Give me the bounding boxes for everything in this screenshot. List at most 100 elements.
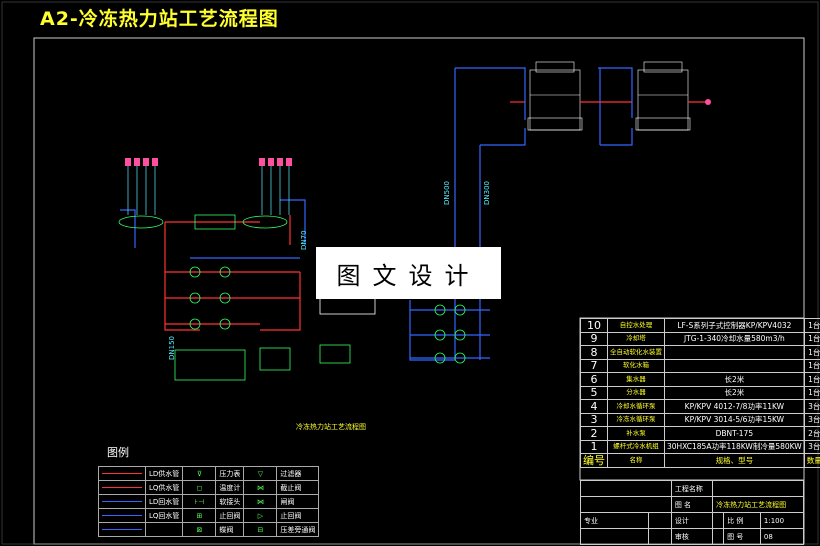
- sheet-value: 08: [759, 528, 805, 545]
- parts-spec: JTG-1-340冷却水量580m3/h: [664, 331, 805, 346]
- parts-qty: 2台: [803, 426, 820, 441]
- legend-name2: 闸阀: [276, 494, 320, 509]
- parts-qty: 1台: [803, 372, 820, 387]
- legend-icon2: ▽: [243, 466, 278, 481]
- title-block: 工程名称 图 名 冷冻热力站工艺流程图 专业 设计 比 例 1:100 审核 图…: [579, 480, 805, 545]
- parts-name: 冷却水循环泵: [607, 399, 665, 414]
- legend-name: LD供水管: [144, 466, 184, 481]
- project-label: 工程名称: [670, 480, 714, 497]
- legend-line-swatch: [98, 494, 146, 509]
- drawing-title: A2-冷冻热力站工艺流程图: [40, 8, 279, 30]
- legend-row: LQ回水管⊞止回阀▷止回阀: [98, 508, 320, 523]
- parts-qty: 3台: [803, 399, 820, 414]
- cooling-tower-right: [635, 61, 691, 131]
- legend-name: [144, 522, 184, 537]
- legend-line-swatch: [98, 480, 146, 495]
- parts-num: 5: [580, 385, 608, 400]
- parts-name: 螺杆式冷水机组: [607, 439, 665, 454]
- legend-icon1: ⊞: [182, 508, 217, 523]
- parts-num: 10: [580, 318, 608, 333]
- parts-qty: 1台: [803, 358, 820, 373]
- parts-num: 4: [580, 399, 608, 414]
- parts-num: 1: [580, 439, 608, 454]
- legend-name1: 止回阀: [215, 508, 245, 523]
- legend-name2: 压差旁通阀: [276, 522, 320, 537]
- parts-num: 7: [580, 358, 608, 373]
- parts-num: 9: [580, 331, 608, 346]
- legend-name1: 温度计: [215, 480, 245, 495]
- drawing-name: 冷冻热力站工艺流程图: [712, 496, 804, 513]
- parts-num: 6: [580, 372, 608, 387]
- parts-name: 分水器: [607, 385, 665, 400]
- parts-name: 软化水箱: [607, 358, 665, 373]
- parts-spec: [664, 345, 805, 360]
- watermark: 图文设计: [316, 247, 501, 299]
- legend-icon1: ⊠: [182, 522, 217, 537]
- scale-label: 比 例: [723, 512, 761, 529]
- diagram-caption: 冷冻热力站工艺流程图: [296, 423, 366, 431]
- parts-name: 冷冻水循环泵: [607, 412, 665, 427]
- legend-icon2: ▷: [243, 508, 278, 523]
- parts-name: 全自动软化水装置: [607, 345, 665, 360]
- parts-num: 3: [580, 412, 608, 427]
- cooling-tower-left: [527, 61, 583, 131]
- designer-label: 专业: [579, 512, 650, 529]
- legend-icon2: ⋈: [243, 480, 278, 495]
- parts-qty: 1台: [803, 318, 820, 333]
- pipe-label-dn150: DN150: [168, 336, 176, 360]
- parts-spec: KP/KPV 3014-5/6功率15KW: [664, 412, 805, 427]
- check-label: 审核: [670, 528, 714, 545]
- legend-name1: 蝶阀: [215, 522, 245, 537]
- sheet-label: 图 号: [723, 528, 761, 545]
- pipe-label-dn300: DN300: [483, 181, 491, 205]
- parts-spec: 30HXC185A功率118KW制冷量580KW: [664, 439, 805, 454]
- pipe-label-dn70: DN70: [300, 230, 308, 250]
- parts-spec: 长2米: [664, 385, 805, 400]
- parts-name: 自控水处理: [607, 318, 665, 333]
- legend-row: LQ供水管◻温度计⋈截止阀: [98, 480, 320, 495]
- legend-name: LQ回水管: [144, 508, 184, 523]
- parts-qty: 3台: [803, 412, 820, 427]
- design-label: 设计: [670, 512, 714, 529]
- legend-line-swatch: [98, 508, 146, 523]
- scale-value: 1:100: [759, 512, 805, 529]
- parts-header-qty: 数量: [803, 453, 820, 468]
- parts-name: 冷却塔: [607, 331, 665, 346]
- parts-spec: 长2米: [664, 372, 805, 387]
- parts-qty: 1台: [803, 331, 820, 346]
- legend-name1: 软接头: [215, 494, 245, 509]
- legend-icon1: ◻: [182, 480, 217, 495]
- legend-icon1: ⊽: [182, 466, 217, 481]
- parts-qty: 1台: [803, 345, 820, 360]
- legend-name: LQ供水管: [144, 480, 184, 495]
- legend-line-swatch: [98, 522, 146, 537]
- legend-name: LD回水管: [144, 494, 184, 509]
- legend-icon2: ⋈: [243, 494, 278, 509]
- parts-qty: 3台: [803, 439, 820, 454]
- legend-icon2: ⊟: [243, 522, 278, 537]
- parts-num: 8: [580, 345, 608, 360]
- parts-name: 集水器: [607, 372, 665, 387]
- parts-header-name: 名称: [607, 453, 665, 468]
- parts-spec: LF-S系列子式控制器KP/KPV4032: [664, 318, 805, 333]
- parts-name: 补水泵: [607, 426, 665, 441]
- legend-row: ⊠蝶阀⊟压差旁通阀: [98, 522, 320, 537]
- parts-spec: DBNT-175: [664, 426, 805, 441]
- manifold-branches: [127, 165, 290, 215]
- pipe-label-dn500: DN500: [443, 181, 451, 205]
- equipment: [118, 214, 466, 381]
- parts-header-spec: 规格、型号: [664, 453, 805, 468]
